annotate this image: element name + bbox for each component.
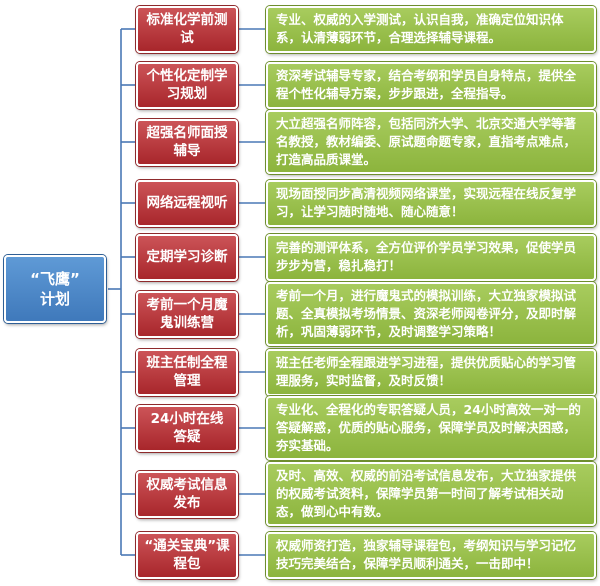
branch-item-label: 班主任制全程管理: [146, 354, 228, 389]
branch-item-label: 权威考试信息发布: [146, 476, 228, 511]
branch-desc-6: 考前一个月，进行魔鬼式的模拟训练，大立独家模拟试题、全真模拟考场情景、资深老师阅…: [266, 282, 596, 346]
branch-item-label: 考前一个月魔鬼训练营: [146, 296, 228, 331]
branch-item-6: 考前一个月魔鬼训练营: [136, 290, 238, 338]
branch-item-label: 定期学习诊断: [146, 248, 228, 265]
branch-item-label: 24小时在线答疑: [150, 410, 224, 445]
branch-item-5: 定期学习诊断: [136, 233, 238, 281]
branch-desc-5: 完善的测评体系，全方位评价学员学习效果，促使学员步步为营，稳扎稳打！: [266, 233, 596, 281]
branch-desc-text: 专业化、全程化的专职答疑人员，24小时高效一对一的答疑解惑，优质的贴心服务，保障…: [276, 401, 581, 454]
branch-desc-text: 专业、权威的入学测试，认识自我，准确定位知识体系，认清薄弱环节，合理选择辅导课程…: [276, 11, 564, 45]
branch-item-label: 标准化学前测试: [146, 11, 228, 46]
branch-desc-4: 现场面授同步高清视频网络课堂，实现远程在线反复学习，让学习随时随地、随心随意！: [266, 179, 596, 227]
root-label: “飞鹰” 计划: [30, 269, 80, 310]
branch-desc-text: 班主任老师全程跟进学习进程，提供优质贴心的学习管理服务，实时监督，及时反馈！: [276, 354, 577, 388]
branch-desc-text: 大立超强名师阵容，包括同济大学、北京交通大学等著名教授，教材编委、原试题命题专家…: [276, 115, 577, 168]
branch-desc-3: 大立超强名师阵容，包括同济大学、北京交通大学等著名教授，教材编委、原试题命题专家…: [266, 110, 596, 174]
branch-desc-7: 班主任老师全程跟进学习进程，提供优质贴心的学习管理服务，实时监督，及时反馈！: [266, 348, 596, 396]
branch-item-label: 个性化定制学习规划: [146, 67, 228, 102]
branch-desc-text: 考前一个月，进行魔鬼式的模拟训练，大立独家模拟试题、全真模拟考场情景、资深老师阅…: [276, 287, 577, 340]
branch-item-label: 超强名师面授辅导: [146, 124, 228, 159]
root-label-line2: 计划: [39, 290, 70, 308]
branch-item-label: 网络远程视听: [146, 194, 228, 211]
branch-item-10: “通关宝典”课程包: [136, 531, 238, 579]
branch-desc-8: 专业化、全程化的专职答疑人员，24小时高效一对一的答疑解惑，优质的贴心服务，保障…: [266, 396, 596, 460]
branch-item-8: 24小时在线答疑: [136, 404, 238, 452]
branch-desc-1: 专业、权威的入学测试，认识自我，准确定位知识体系，认清薄弱环节，合理选择辅导课程…: [266, 5, 596, 53]
branch-desc-text: 完善的测评体系，全方位评价学员学习效果，促使学员步步为营，稳扎稳打！: [276, 239, 577, 273]
branch-desc-9: 及时、高效、权威的前沿考试信息发布，大立独家提供的权威考试资料，保障学员第一时间…: [266, 462, 596, 526]
branch-desc-text: 资深考试辅导专家，结合考纲和学员自身特点，提供全程个性化辅导方案，步步跟进，全程…: [276, 67, 577, 101]
branch-item-2: 个性化定制学习规划: [136, 61, 238, 109]
branch-desc-2: 资深考试辅导专家，结合考纲和学员自身特点，提供全程个性化辅导方案，步步跟进，全程…: [266, 61, 596, 109]
branch-desc-10: 权威师资打造，独家辅导课程包，考纲知识与学习记忆技巧完美结合，保障学员顺利通关，…: [266, 531, 596, 579]
branch-desc-text: 现场面授同步高清视频网络课堂，实现远程在线反复学习，让学习随时随地、随心随意！: [276, 185, 577, 219]
branch-item-9: 权威考试信息发布: [136, 470, 238, 518]
branch-item-1: 标准化学前测试: [136, 5, 238, 53]
branch-desc-text: 及时、高效、权威的前沿考试信息发布，大立独家提供的权威考试资料，保障学员第一时间…: [276, 467, 577, 520]
branch-item-3: 超强名师面授辅导: [136, 118, 238, 166]
branch-item-4: 网络远程视听: [136, 179, 238, 227]
root-label-line1: “飞鹰”: [30, 269, 80, 288]
branch-item-label: “通关宝典”课程包: [144, 537, 230, 572]
branch-desc-text: 权威师资打造，独家辅导课程包，考纲知识与学习记忆技巧完美结合，保障学员顺利通关，…: [276, 537, 577, 571]
root-node: “飞鹰” 计划: [4, 255, 106, 323]
branch-item-7: 班主任制全程管理: [136, 348, 238, 396]
